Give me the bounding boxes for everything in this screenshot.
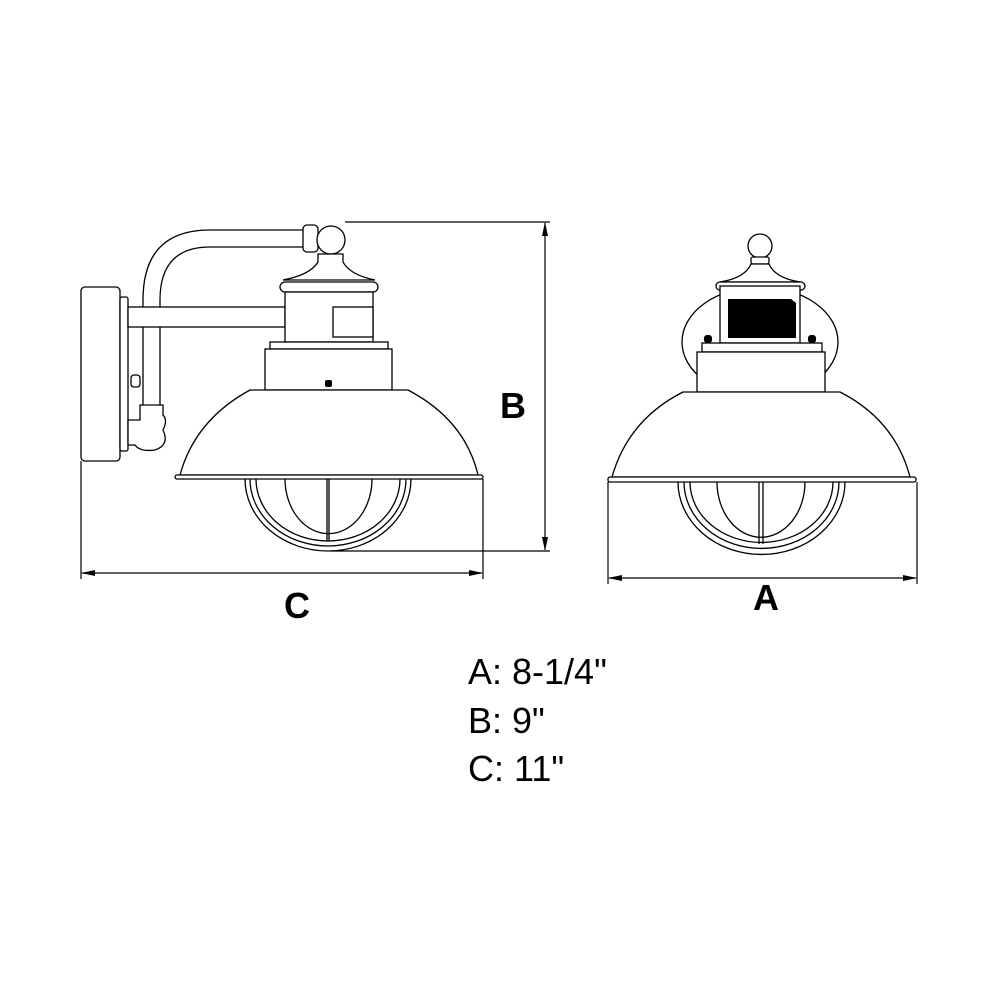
body-ring <box>701 342 823 353</box>
mount-screw <box>130 374 141 388</box>
dimension-label-b: B <box>500 385 526 426</box>
side-view-lamp <box>80 224 484 552</box>
wall-backplate <box>80 286 121 462</box>
dimension-b <box>330 221 550 552</box>
motion-sensor <box>332 306 374 338</box>
motion-sensor <box>728 299 796 338</box>
dimension-c <box>80 461 484 579</box>
backplate-rim <box>119 296 129 452</box>
spec-a: A: 8-1/4" <box>468 651 607 692</box>
shade <box>611 391 911 478</box>
arm-collar <box>302 224 319 253</box>
arm-elbow <box>127 404 167 452</box>
spec-b: B: 9" <box>468 700 545 741</box>
cap-rim <box>279 281 379 293</box>
body-ring <box>269 341 389 350</box>
shade-rim <box>174 474 484 480</box>
globe-cage-outer <box>244 478 412 552</box>
dimension-label-a: A <box>753 577 779 618</box>
globe-cage-outer <box>677 481 846 556</box>
arm-outer <box>142 229 303 410</box>
cross-arm <box>127 306 286 328</box>
shade-collar <box>696 351 826 393</box>
spec-c: C: 11" <box>468 748 565 789</box>
set-screw <box>325 380 332 387</box>
screw-right <box>808 335 816 343</box>
finial-ball <box>316 225 346 255</box>
shade-rim <box>607 476 917 483</box>
glass-globe <box>716 481 806 538</box>
cap-dome <box>719 263 801 283</box>
shade <box>179 389 479 476</box>
dimension-a <box>607 482 918 584</box>
dimension-label-c: C <box>284 585 310 626</box>
finial-ball <box>747 233 773 259</box>
cap-dome <box>282 253 376 281</box>
front-view-lamp <box>607 233 917 556</box>
arm-inner <box>159 246 303 405</box>
screw-left <box>704 335 712 343</box>
